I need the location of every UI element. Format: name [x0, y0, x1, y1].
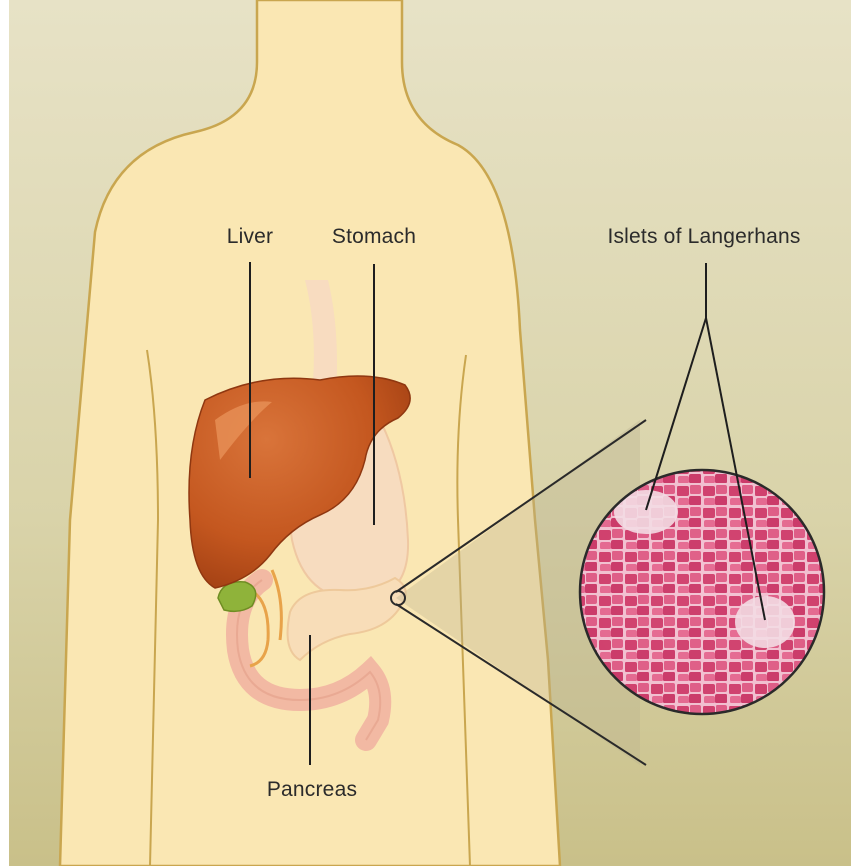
- islet-cluster-2: [735, 596, 795, 648]
- pancreas-label: Pancreas: [267, 778, 357, 801]
- left-frame-strip: [0, 0, 9, 866]
- islets-of-langerhans-label: Islets of Langerhans: [607, 225, 800, 248]
- liver-label: Liver: [227, 225, 274, 248]
- right-frame-strip: [851, 0, 860, 866]
- stomach-label: Stomach: [332, 225, 416, 248]
